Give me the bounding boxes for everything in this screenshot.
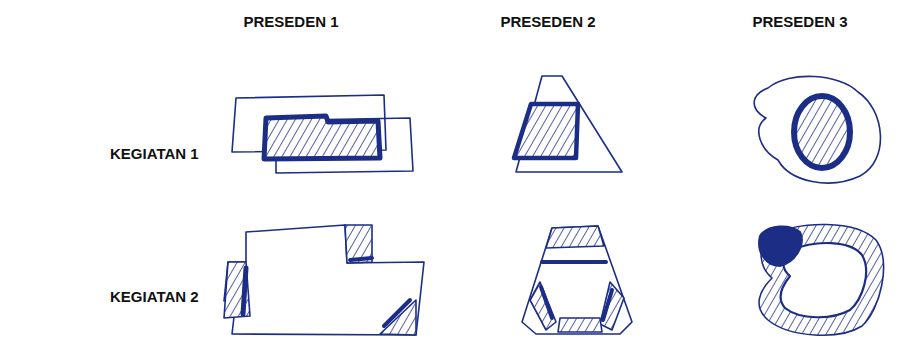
activity-zone: [759, 226, 802, 266]
activity-zone: [530, 282, 556, 330]
row-header: KEGIATAN 2: [110, 288, 199, 306]
activity-zone: [558, 318, 602, 332]
activity-edge: [243, 268, 246, 314]
activity-zone: [224, 262, 250, 318]
activity-zone: [264, 116, 380, 159]
site-outline: [754, 76, 880, 183]
column-header: PRESEDEN 2: [500, 13, 595, 31]
activity-zone: [514, 104, 578, 158]
site-outline: [759, 224, 883, 335]
column-header: PRESEDEN 3: [752, 13, 847, 31]
site-outline: [522, 226, 632, 334]
activity-zone: [794, 96, 850, 168]
activity-edge: [603, 290, 612, 320]
activity-edge: [541, 287, 552, 318]
row-header: KEGIATAN 1: [110, 145, 199, 163]
activity-edge: [384, 300, 410, 326]
site-outline: [224, 225, 424, 335]
activity-zone: [546, 226, 604, 248]
activity-zone: [600, 282, 624, 330]
column-header: PRESEDEN 1: [243, 13, 338, 31]
activity-edge: [542, 260, 606, 264]
activity-zone: [380, 300, 416, 335]
activity-edge: [350, 258, 372, 260]
activity-zone: [345, 225, 372, 263]
